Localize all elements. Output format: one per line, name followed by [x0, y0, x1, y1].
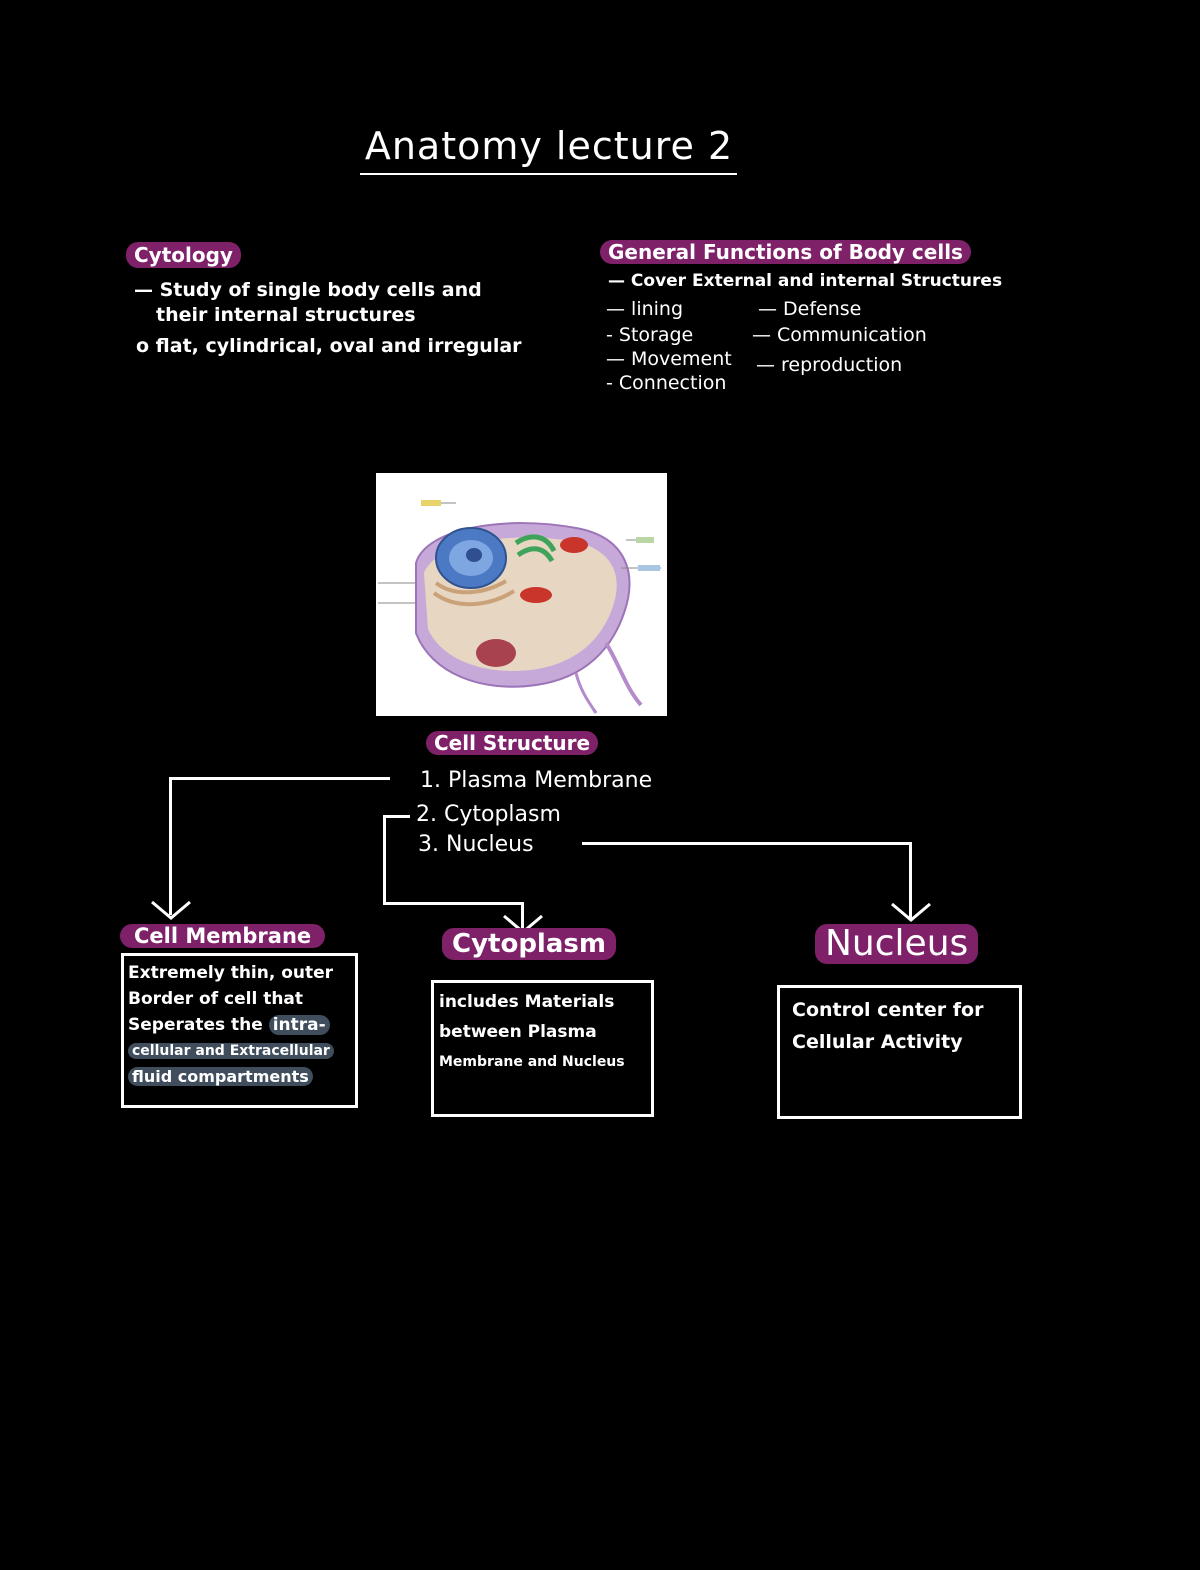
functions-left-1: — lining: [606, 298, 684, 320]
nucleus-heading: Nucleus: [815, 924, 979, 964]
connector-cytoplasm-horizontal: [383, 902, 523, 905]
functions-right-1: — Defense: [758, 298, 862, 320]
cytology-heading: Cytology: [126, 242, 241, 268]
cell-membrane-line-1: Extremely thin, outer: [128, 963, 334, 983]
cytology-line-3: o flat, cylindrical, oval and irregular: [136, 335, 522, 357]
cell-membrane-line-3: Seperates the intra-: [128, 1012, 351, 1038]
functions-line-cover: — Cover External and internal Structures: [608, 271, 1003, 291]
functions-left-2: - Storage: [606, 324, 694, 346]
cytoplasm-line-3: Membrane and Nucleus: [439, 1054, 625, 1070]
connector-cytoplasm-stub: [383, 815, 410, 818]
nucleus-box: Control center for Cellular Activity: [777, 985, 1022, 1119]
nucleus-line-2: Cellular Activity: [792, 1031, 963, 1053]
cytoplasm-heading-wrap: Cytoplasm: [442, 928, 616, 960]
nucleus-line-1: Control center for: [792, 999, 984, 1021]
structure-heading: Cell Structure: [426, 731, 599, 755]
arrow-down-icon: [151, 900, 191, 920]
cell-membrane-highlight-a: intra-: [268, 1015, 330, 1035]
cell-membrane-heading: Cell Membrane: [120, 924, 326, 948]
connector-cytoplasm-drop: [521, 902, 524, 930]
page-title: Anatomy lecture 2: [364, 124, 734, 168]
cytology-line-1: — Study of single body cells and: [134, 279, 482, 301]
cytoplasm-heading: Cytoplasm: [442, 928, 616, 960]
cytoplasm-line-2: between Plasma: [439, 1022, 597, 1042]
cytology-section: Cytology: [126, 242, 241, 268]
cell-illustration: [378, 500, 661, 714]
cell-membrane-line-3-text: Seperates the: [128, 1015, 263, 1035]
structure-item-3: 3. Nucleus: [418, 832, 534, 857]
structure-item-2: 2. Cytoplasm: [416, 802, 561, 827]
connector-nucleus-horizontal: [582, 842, 912, 845]
connector-membrane-vertical: [169, 777, 172, 915]
title-underline: [360, 173, 737, 175]
functions-right-2: — Communication: [752, 324, 927, 346]
cell-membrane-highlight-b: cellular and Extracellular: [128, 1043, 334, 1059]
nucleus-heading-wrap: Nucleus: [815, 924, 979, 964]
functions-section: General Functions of Body cells: [600, 240, 971, 264]
structure-item-1: 1. Plasma Membrane: [420, 768, 653, 793]
cytoplasm-box: includes Materials between Plasma Membra…: [431, 980, 654, 1117]
connector-membrane-horizontal: [169, 777, 390, 780]
cell-membrane-line-2: Border of cell that: [128, 989, 304, 1009]
functions-left-4: - Connection: [606, 372, 727, 394]
cell-membrane-heading-wrap: Cell Membrane: [120, 924, 326, 948]
cytology-line-2: their internal structures: [156, 304, 416, 326]
cell-membrane-box: Extremely thin, outer Border of cell tha…: [121, 953, 358, 1108]
connector-cytoplasm-vertical: [383, 815, 386, 904]
cytoplasm-line-1: includes Materials: [439, 992, 615, 1012]
structure-section: Cell Structure: [426, 731, 599, 755]
functions-left-3: — Movement: [606, 348, 732, 370]
cell-membrane-highlight-c: fluid compartments: [128, 1067, 313, 1086]
connector-nucleus-vertical: [909, 842, 912, 918]
functions-right-3: — reproduction: [756, 354, 903, 376]
cell-diagram-image: [376, 473, 667, 716]
arrow-down-icon: [891, 902, 931, 922]
functions-heading: General Functions of Body cells: [600, 240, 971, 264]
